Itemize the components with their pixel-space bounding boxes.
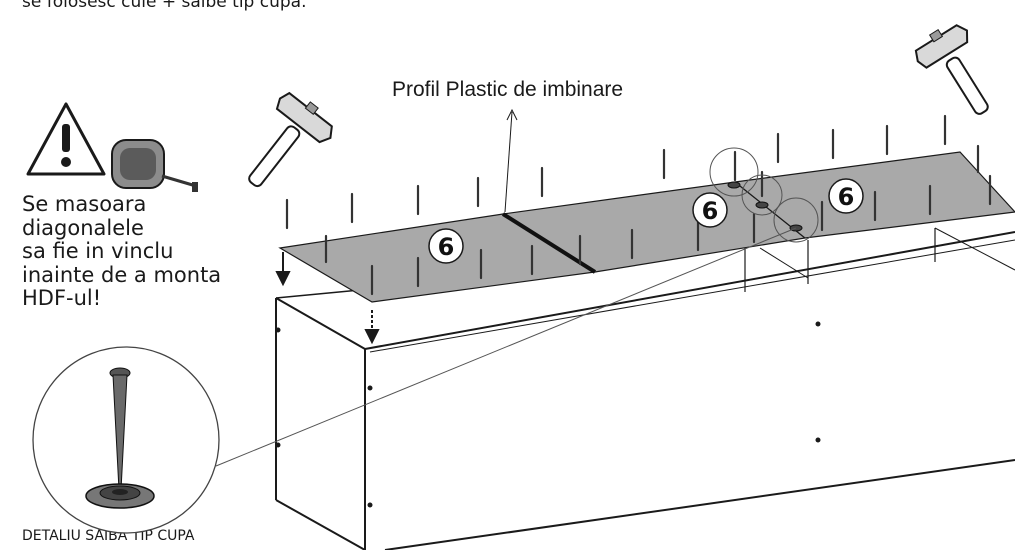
hdf-panels [278, 151, 1015, 303]
panel-badge: 6 [428, 228, 464, 264]
badge-label: 6 [438, 233, 455, 261]
arrow-down-icon [275, 252, 291, 287]
hammer-icon [914, 24, 989, 115]
note-line: sa fie in vinclu [22, 239, 174, 263]
profile-callout-label: Profil Plastic de imbinare [392, 78, 624, 101]
cabinet-bottom-edge [275, 499, 366, 550]
divider-shelf [759, 247, 809, 279]
hole-dot [275, 442, 281, 448]
callout-arrowhead [506, 108, 518, 121]
washer-highlight-circle [709, 147, 759, 197]
hole-dot [815, 437, 821, 443]
washer-highlight-circle [773, 197, 819, 243]
callout-leader-line [504, 111, 513, 213]
cup-washer-icon [85, 483, 155, 509]
panel-badge: 6 [828, 178, 864, 214]
measure-diagonals-note: Se masoara diagonalele sa fie in vinclu … [22, 192, 222, 311]
hole-dot [367, 502, 373, 508]
warning-icon [26, 102, 106, 176]
detail-caption: DETALIU SAIBA TIP CUPA [22, 528, 195, 544]
divider-shelf [934, 227, 1015, 271]
cup-washer-detail [32, 346, 220, 534]
top-instruction-text: se folosesc cuie + saibe tip cupa. [22, 0, 307, 12]
panel-badge: 6 [692, 192, 728, 228]
cabinet-holes [275, 321, 821, 508]
hole-dot [367, 385, 373, 391]
cabinet-inner-edge [369, 239, 1015, 353]
tape-measure-icon [111, 139, 198, 192]
note-line: HDF-ul! [22, 286, 102, 310]
hammer-icon [248, 91, 333, 188]
note-line: Se masoara [22, 192, 147, 216]
cabinet-bottom-long-edge [384, 459, 1015, 550]
badge-label: 6 [838, 183, 855, 211]
hole-dot [275, 327, 281, 333]
note-line: diagonalele [22, 215, 144, 240]
badge-label: 6 [702, 197, 719, 225]
washer-highlight-circle [741, 174, 783, 216]
washer-highlights [709, 147, 819, 243]
detail-leader-line [215, 227, 797, 467]
nails [285, 114, 992, 296]
cabinet-carcass [275, 227, 1015, 550]
hole-dot [815, 321, 821, 327]
note-line: inainte de a monta [22, 262, 222, 287]
cabinet-back-top-edge [275, 289, 361, 299]
arrow-down-icon [364, 310, 380, 345]
